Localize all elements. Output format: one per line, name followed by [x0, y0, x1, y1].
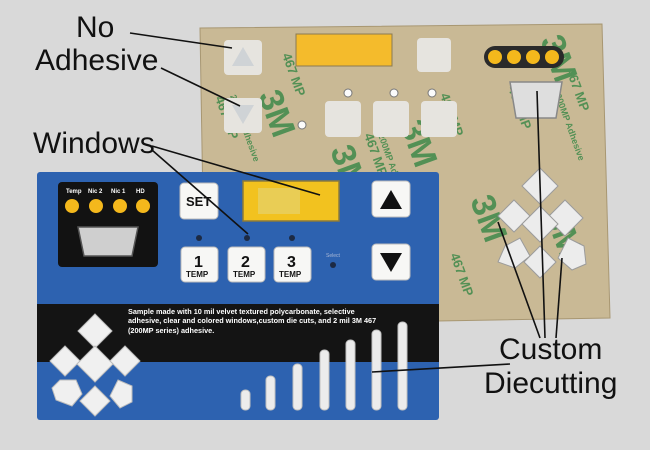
back-key-temp-2: [373, 101, 409, 137]
back-yellow-window: [295, 33, 393, 67]
back-diecut-cluster: [497, 167, 587, 279]
window-reflection: [258, 188, 300, 214]
led-nic2: [89, 199, 103, 213]
back-led: [507, 50, 521, 64]
led-label-temp: Temp: [66, 189, 82, 195]
temp-key-2-label: TEMP: [233, 270, 256, 279]
back-key-set: [417, 38, 451, 72]
serial-connector-icon: [77, 226, 139, 257]
back-hole: [343, 88, 353, 98]
led-hd: [136, 199, 150, 213]
set-key[interactable]: [179, 182, 219, 220]
indicator-dot-select: [330, 262, 336, 268]
led-label-hd: HD: [136, 189, 145, 195]
led-nic1: [113, 199, 127, 213]
temp-key-1-number: 1: [194, 254, 203, 271]
back-key-temp-3: [325, 101, 361, 137]
back-led: [545, 50, 559, 64]
callout-no-adhesive-line2: Adhesive: [35, 44, 159, 77]
set-key-label: SET: [186, 194, 211, 209]
up-arrow-icon: [380, 190, 402, 209]
temp-key-1-label: TEMP: [186, 270, 209, 279]
temp-key-3-label: TEMP: [279, 270, 302, 279]
callout-no-adhesive-line1: No: [76, 11, 115, 44]
down-arrow-icon: [380, 253, 402, 272]
back-key-temp-1: [421, 101, 457, 137]
indicator-dot: [196, 235, 202, 241]
callout-windows: Windows: [33, 127, 155, 160]
back-hole: [427, 88, 437, 98]
front-panel: Temp Nic 2 Nic 1 HD SET Select 1 TEMP 2 …: [37, 172, 439, 420]
temp-key-1[interactable]: [180, 246, 219, 283]
back-led: [488, 50, 502, 64]
led-label-nic1: Nic 1: [111, 189, 126, 195]
temp-key-2[interactable]: [227, 246, 266, 283]
back-led: [526, 50, 540, 64]
diecut-slots: [240, 321, 408, 411]
temp-key-3-number: 3: [287, 254, 296, 271]
back-up-arrow-icon: [232, 47, 254, 66]
back-connector-cutout: [509, 81, 563, 119]
back-led-strip: [484, 46, 564, 68]
temp-key-3[interactable]: [273, 246, 312, 283]
callout-custom-line2: Diecutting: [484, 367, 618, 400]
back-hole: [297, 120, 307, 130]
led-temp: [65, 199, 79, 213]
back-hole: [389, 88, 399, 98]
led-label-nic2: Nic 2: [88, 189, 103, 195]
indicator-dot: [244, 235, 250, 241]
callout-lines: [129, 32, 563, 373]
indicator-dot: [289, 235, 295, 241]
temp-key-2-number: 2: [241, 254, 250, 271]
description-text: Sample made with 10 mil velvet textured …: [128, 307, 377, 335]
select-label: Select: [326, 253, 341, 259]
front-diecut-cluster: [49, 313, 141, 417]
back-down-arrow-icon: [232, 105, 254, 124]
callout-custom-line1: Custom: [499, 333, 603, 366]
